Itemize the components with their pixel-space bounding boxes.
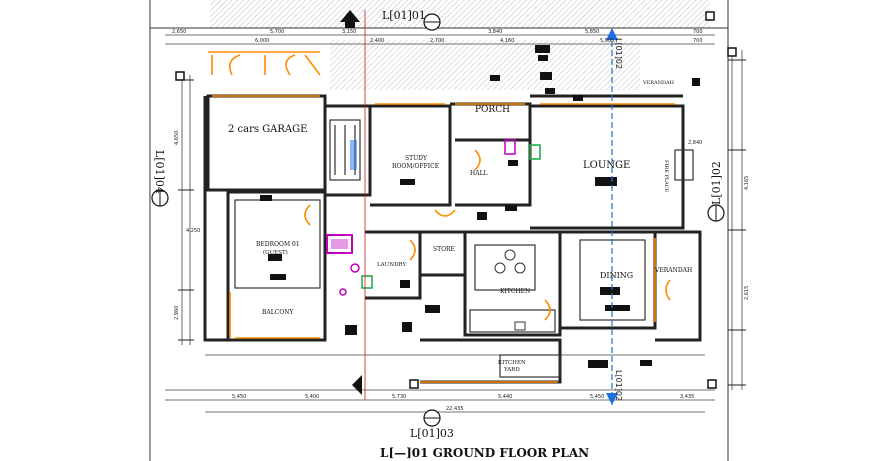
grid-label-bottom: L[01]03 <box>410 427 454 440</box>
grid-label-vertical-top: L[01]02 <box>614 38 623 69</box>
dimensions-top: 2,650 5,700 3,150 3,840 5,850 700 6,000 … <box>172 29 703 44</box>
dim-bottom-5: 5,450 <box>590 394 604 400</box>
grid-label-right: L[01]02 <box>710 161 723 205</box>
dim-bottom-1: 5,450 <box>232 394 246 400</box>
dim-right-1: 2,840 <box>688 140 702 146</box>
grid-label-left: L[01]04 <box>153 150 166 194</box>
room-label-balcony: BALCONY <box>262 309 294 316</box>
section-arrows <box>340 10 362 395</box>
room-label-kitchen-yard-1: KITCHEN <box>498 360 526 366</box>
dim-top-inner-3: 2,700 <box>430 38 444 44</box>
dim-bottom-2: 5,400 <box>305 394 319 400</box>
room-label-garage: 2 cars GARAGE <box>228 124 307 135</box>
grid-marker-top <box>423 13 441 31</box>
dim-top-4: 3,840 <box>488 29 502 35</box>
dim-top-2: 5,700 <box>270 29 284 35</box>
site-hatching <box>210 0 710 90</box>
dimensions-right: 2,840 4,165 2,615 <box>688 140 750 300</box>
grid-label-top: L[01]01 <box>382 9 426 22</box>
dim-top-inner-4: 4,160 <box>500 38 514 44</box>
corner-markers <box>175 11 737 389</box>
dim-left-1: 4,650 <box>174 131 180 145</box>
dim-top-6: 700 <box>693 29 703 35</box>
annotation-blocks <box>260 18 700 368</box>
door-openings <box>208 51 675 383</box>
dim-left-3: 2,960 <box>174 306 180 320</box>
room-label-guest: (GUEST) <box>263 249 288 256</box>
dim-top-inner-5: 5,900 <box>600 38 614 44</box>
room-label-bedroom: BEDROOM 01 <box>256 241 300 248</box>
grid-marker-left <box>151 189 169 207</box>
room-label-kitchen: KITCHEN <box>500 288 530 295</box>
dim-bottom-total: 22,435 <box>446 406 464 412</box>
grid-axis-line <box>364 10 618 405</box>
room-label-hall: HALL <box>470 170 488 177</box>
dim-top-5: 5,850 <box>585 29 599 35</box>
dim-top-inner-2: 2,400 <box>370 38 384 44</box>
room-label-store: STORE <box>433 246 455 253</box>
room-label-dining: DINING <box>600 271 633 280</box>
plan-title: L[—]01 GROUND FLOOR PLAN <box>380 446 589 460</box>
walls <box>203 94 702 384</box>
grid-marker-right <box>707 204 725 222</box>
dim-left-2: 4,250 <box>186 228 200 234</box>
grid-marker-bottom <box>423 409 441 427</box>
dim-bottom-6: 3,435 <box>680 394 694 400</box>
dim-top-3: 3,150 <box>342 29 356 35</box>
dim-right-3: 2,615 <box>744 286 750 300</box>
room-label-study: STUDY <box>405 155 428 162</box>
room-label-verandah-right: VERANDAH <box>654 267 692 274</box>
room-label-fireplace: FIRE PLACE <box>663 160 669 193</box>
dim-bottom-4: 5,440 <box>498 394 512 400</box>
dimension-ticks <box>178 59 746 386</box>
dimensions-left: 4,650 4,250 2,960 <box>174 131 200 320</box>
room-label-laundry: LAUNDRY <box>377 262 406 268</box>
room-label-verandah-top: VERANDAH <box>642 80 675 86</box>
fixtures <box>326 139 541 331</box>
room-label-kitchen-yard-2: YARD <box>503 367 520 373</box>
dim-top-inner-6: 700 <box>693 38 703 44</box>
dim-top-1: 2,650 <box>172 29 186 35</box>
dim-right-2: 4,165 <box>744 176 750 190</box>
dim-top-inner-1: 6,000 <box>255 38 269 44</box>
dim-bottom-3: 5,730 <box>392 394 406 400</box>
room-label-lounge: LOUNGE <box>583 160 630 171</box>
grid-label-vertical-bottom: L[01]02 <box>614 370 623 401</box>
thin-walls <box>234 119 694 378</box>
room-label-porch: PORCH <box>475 105 510 115</box>
dimensions-bottom: 5,450 5,400 5,730 5,440 5,450 3,435 22,4… <box>232 394 694 412</box>
dimension-lines <box>165 34 743 413</box>
room-label-office: ROOM/OFFICE <box>392 163 439 170</box>
